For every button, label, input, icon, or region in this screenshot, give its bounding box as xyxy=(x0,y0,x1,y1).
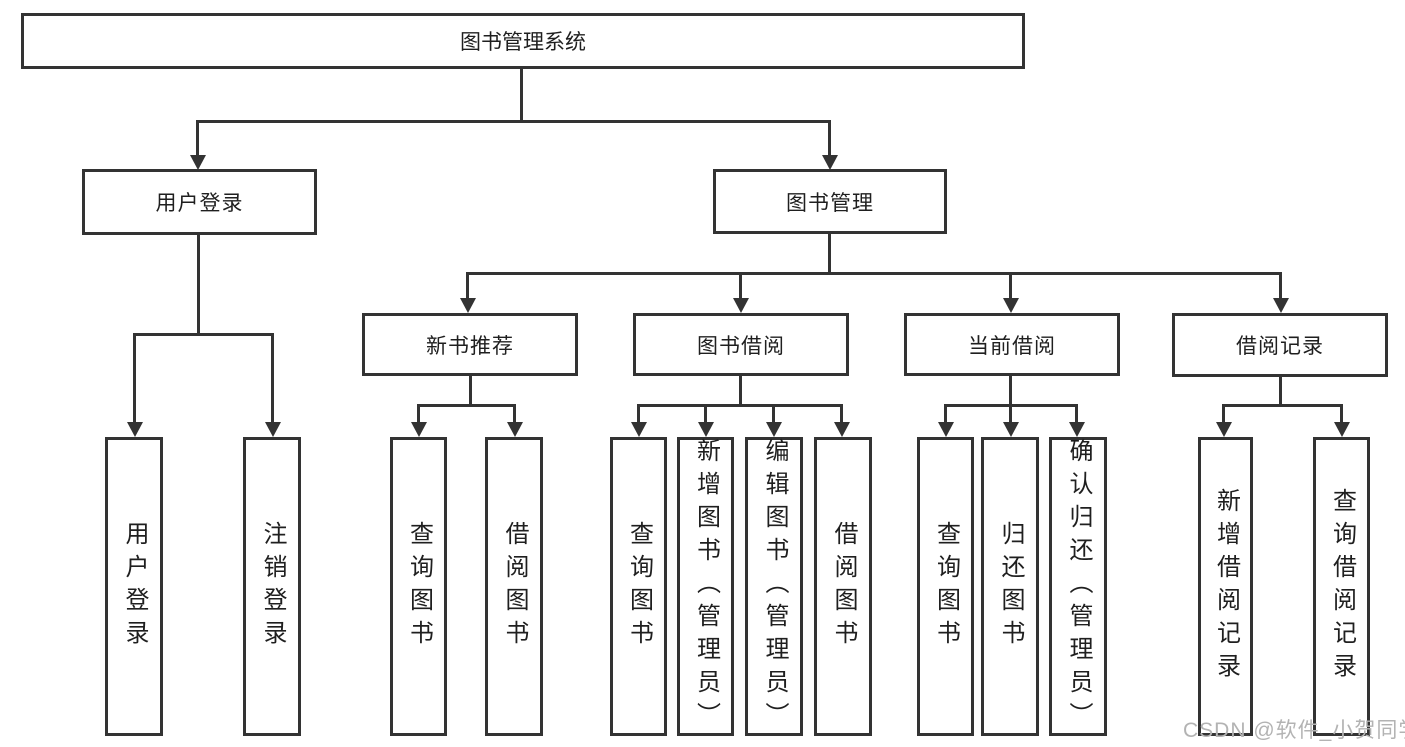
arrowhead-user-login xyxy=(190,155,206,170)
connector-drop-leaf-logout xyxy=(271,333,274,424)
arrowhead-query-books-bb xyxy=(631,422,647,437)
node-label: 新增借阅记录 xyxy=(1212,487,1240,686)
leaf-user-login: 用户登录 xyxy=(105,437,163,736)
node-label: 用户登录 xyxy=(121,520,148,653)
arrowhead-leaf-logout xyxy=(265,422,281,437)
node-book-borrowing: 图书借阅 xyxy=(633,313,849,376)
leaf-edit-books-admin: 编辑图书（管理员） xyxy=(745,437,803,736)
leaf-add-borrow-record: 新增借阅记录 xyxy=(1198,437,1253,736)
connector-user-login-stem xyxy=(197,234,200,336)
connector-level3-rail xyxy=(466,272,1282,275)
leaf-add-books-admin: 新增图书（管理员） xyxy=(677,437,734,736)
node-label: 查询图书 xyxy=(932,520,960,653)
connector-drop-new-book-recommend xyxy=(466,272,469,300)
connector-drop-borrow-books-bb xyxy=(840,404,843,424)
leaf-borrow-books-recommend: 借阅图书 xyxy=(485,437,543,736)
connector-root-stem xyxy=(520,68,523,121)
node-label: 编辑图书（管理员） xyxy=(761,438,788,735)
arrowhead-book-borrowing xyxy=(733,298,749,313)
node-book-management: 图书管理 xyxy=(713,169,947,234)
arrowhead-borrow-books-rec xyxy=(507,422,523,437)
connector-drop-user-login xyxy=(196,120,199,157)
arrowhead-book-management xyxy=(822,155,838,170)
connector-new-rec-rail xyxy=(417,404,516,407)
leaf-logout: 注销登录 xyxy=(243,437,301,736)
node-label: 当前借阅 xyxy=(968,334,1056,358)
node-label: 确认归还（管理员） xyxy=(1065,438,1092,735)
arrowhead-borrow-books-bb xyxy=(834,422,850,437)
connector-borrow-rec-rail xyxy=(1222,404,1343,407)
node-borrowing-records: 借阅记录 xyxy=(1172,313,1388,377)
connector-drop-current-borrowing xyxy=(1009,272,1012,300)
connector-drop-query-books-cb xyxy=(944,404,947,424)
connector-book-mgmt-stem xyxy=(828,234,831,275)
node-label: 归还图书 xyxy=(997,520,1024,653)
connector-drop-confirm-return xyxy=(1075,404,1078,424)
node-label: 借阅图书 xyxy=(830,520,857,653)
node-label: 借阅图书 xyxy=(501,520,528,653)
leaf-query-books-borrowing: 查询图书 xyxy=(610,437,667,736)
leaf-query-books-recommend: 查询图书 xyxy=(390,437,447,736)
arrowhead-add-books xyxy=(698,422,714,437)
connector-drop-edit-books xyxy=(772,404,775,424)
connector-drop-return-books xyxy=(1009,404,1012,424)
arrowhead-current-borrowing xyxy=(1003,298,1019,313)
connector-drop-book-management xyxy=(828,120,831,157)
node-label: 用户登录 xyxy=(155,192,244,215)
connector-drop-book-borrowing xyxy=(739,272,742,300)
connector-current-borrow-stem xyxy=(1009,376,1012,406)
node-label: 查询图书 xyxy=(625,520,653,653)
node-root-library-system: 图书管理系统 xyxy=(21,13,1025,69)
arrowhead-query-books-rec xyxy=(411,422,427,437)
connector-drop-borrowing-records xyxy=(1279,272,1282,300)
leaf-query-books-current: 查询图书 xyxy=(917,437,974,736)
connector-book-borrow-stem xyxy=(739,376,742,406)
connector-drop-query-books-rec xyxy=(417,404,420,424)
node-label: 注销登录 xyxy=(259,520,286,653)
connector-drop-add-borrow-record xyxy=(1222,404,1225,424)
connector-drop-query-borrow-record xyxy=(1340,404,1343,424)
arrowhead-add-borrow-record xyxy=(1216,422,1232,437)
arrowhead-return-books xyxy=(1003,422,1019,437)
connector-drop-query-books-bb xyxy=(637,404,640,424)
arrowhead-query-borrow-record xyxy=(1334,422,1350,437)
connector-root-rail xyxy=(196,120,831,123)
node-label: 图书管理 xyxy=(786,191,874,215)
connector-new-rec-stem xyxy=(469,376,472,406)
node-user-login: 用户登录 xyxy=(82,169,317,235)
node-new-book-recommend: 新书推荐 xyxy=(362,313,578,376)
csdn-watermark: CSDN @软件_小贺同学 xyxy=(1183,719,1405,742)
connector-borrow-rec-stem xyxy=(1279,377,1282,406)
arrowhead-confirm-return xyxy=(1069,422,1085,437)
node-label: 借阅记录 xyxy=(1236,335,1324,358)
connector-drop-borrow-books-rec xyxy=(513,404,516,424)
node-label: 查询借阅记录 xyxy=(1328,487,1356,686)
arrowhead-edit-books xyxy=(766,422,782,437)
leaf-query-borrow-record: 查询借阅记录 xyxy=(1313,437,1370,736)
leaf-borrow-books-borrowing: 借阅图书 xyxy=(814,437,872,736)
arrowhead-query-books-cb xyxy=(938,422,954,437)
node-label: 新书推荐 xyxy=(426,334,514,358)
leaf-confirm-return-admin: 确认归还（管理员） xyxy=(1049,437,1107,736)
node-current-borrowing: 当前借阅 xyxy=(904,313,1120,376)
connector-drop-add-books xyxy=(704,404,707,424)
node-label: 新增图书（管理员） xyxy=(692,438,720,735)
node-label: 查询图书 xyxy=(405,520,433,653)
arrowhead-borrowing-records xyxy=(1273,298,1289,313)
connector-book-borrow-rail xyxy=(637,404,843,407)
connector-user-login-rail xyxy=(133,333,274,336)
connector-drop-leaf-user-login xyxy=(133,333,136,424)
arrowhead-new-book-recommend xyxy=(460,298,476,313)
node-label: 图书借阅 xyxy=(697,334,785,358)
arrowhead-leaf-user-login xyxy=(127,422,143,437)
node-label: 图书管理系统 xyxy=(460,31,586,54)
leaf-return-books: 归还图书 xyxy=(981,437,1039,736)
